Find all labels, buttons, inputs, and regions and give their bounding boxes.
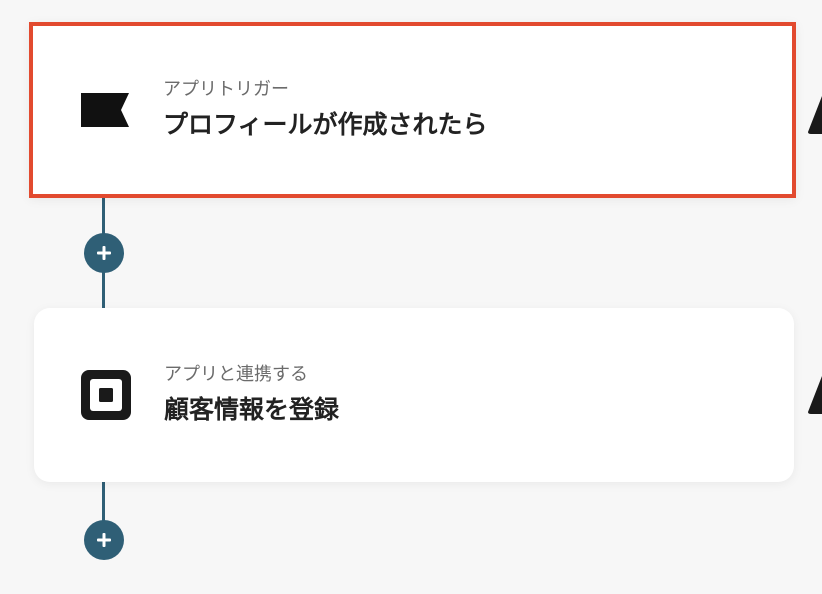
- flow-connector-line: [102, 482, 105, 540]
- plus-icon: [97, 246, 111, 260]
- step-subtitle: アプリと連携する: [164, 364, 308, 385]
- step-subtitle: アプリトリガー: [163, 79, 289, 100]
- warning-icon: [808, 376, 822, 414]
- step-text: アプリトリガー プロフィールが作成されたら: [163, 77, 488, 143]
- add-step-button[interactable]: [84, 520, 124, 560]
- flag-icon: [79, 84, 131, 136]
- add-step-button[interactable]: [84, 233, 124, 273]
- step-title: プロフィールが作成されたら: [163, 110, 488, 139]
- action-step-card[interactable]: アプリと連携する 顧客情報を登録: [34, 308, 794, 482]
- step-title: 顧客情報を登録: [164, 395, 340, 424]
- square-logo-icon: [80, 369, 132, 421]
- step-text: アプリと連携する 顧客情報を登録: [164, 362, 339, 428]
- plus-icon: [97, 533, 111, 547]
- warning-icon: [808, 96, 822, 134]
- trigger-step-card[interactable]: アプリトリガー プロフィールが作成されたら: [29, 22, 796, 198]
